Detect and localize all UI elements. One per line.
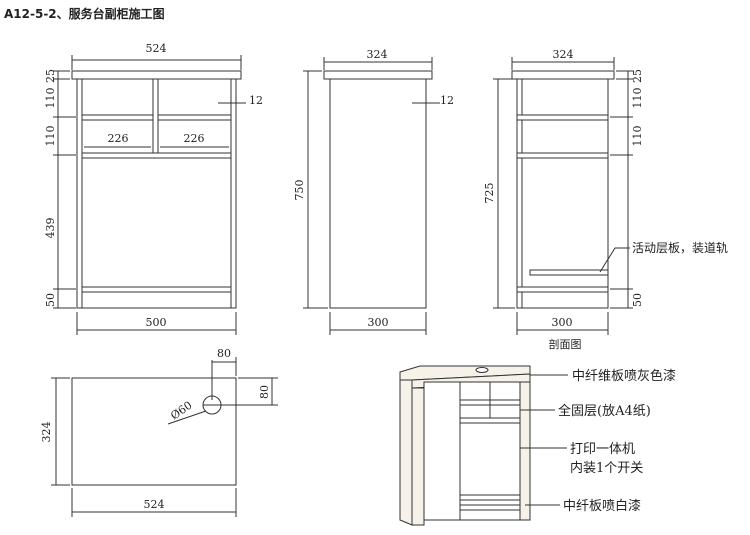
section-view: 324 300 725 25 110 110 50 活动层板，装道轨 剖面图 <box>483 48 728 351</box>
section-bottom-depth: 300 <box>552 316 573 329</box>
front-top-width: 524 <box>146 42 167 55</box>
note-switch: 内装1个开关 <box>570 460 643 476</box>
front-h-open: 439 <box>44 218 57 239</box>
front-view: 524 500 25 110 110 439 50 226 226 12 <box>44 42 263 335</box>
front-w-right: 226 <box>184 132 205 145</box>
plan-view: 80 80 Ø60 324 524 <box>40 347 278 517</box>
hole-offset-x: 80 <box>217 347 231 360</box>
front-bottom-width: 500 <box>146 316 167 329</box>
note-top-panel: 中纤维板喷灰色漆 <box>572 368 676 384</box>
drawing-title: A12-5-2、服务台副柜施工图 <box>4 7 165 21</box>
section-h-2: 110 <box>631 126 644 147</box>
perspective-view: 中纤维板喷灰色漆 全固层(放A4纸) 打印一体机 内装1个开关 中纤板喷白漆 <box>399 365 676 526</box>
front-h-drawer1: 110 <box>44 88 57 109</box>
side-thickness: 12 <box>440 94 454 107</box>
front-h-base: 50 <box>44 293 57 307</box>
side-bottom-depth: 300 <box>368 316 389 329</box>
note-body-panel: 中纤板喷白漆 <box>563 498 641 514</box>
section-h-1: 110 <box>631 88 644 109</box>
plan-depth: 324 <box>40 422 53 443</box>
side-view: 324 300 750 12 <box>293 48 454 335</box>
section-top-depth: 324 <box>553 48 574 61</box>
side-height: 750 <box>293 180 306 201</box>
plan-width: 524 <box>144 498 165 511</box>
front-w-left: 226 <box>108 132 129 145</box>
slide-shelf-note: 活动层板，装道轨 <box>632 241 728 255</box>
hole-offset-y: 80 <box>258 385 271 399</box>
front-thickness: 12 <box>249 94 263 107</box>
note-printer: 打印一体机 <box>570 442 635 457</box>
section-inner-height: 725 <box>483 183 496 204</box>
side-top-depth: 324 <box>367 48 388 61</box>
front-h-drawer2: 110 <box>44 126 57 147</box>
note-fixed-shelf: 全固层(放A4纸) <box>558 403 651 419</box>
section-h-top: 25 <box>631 69 644 83</box>
section-caption: 剖面图 <box>549 337 582 351</box>
front-h-top: 25 <box>44 69 57 83</box>
section-h-base: 50 <box>631 293 644 307</box>
